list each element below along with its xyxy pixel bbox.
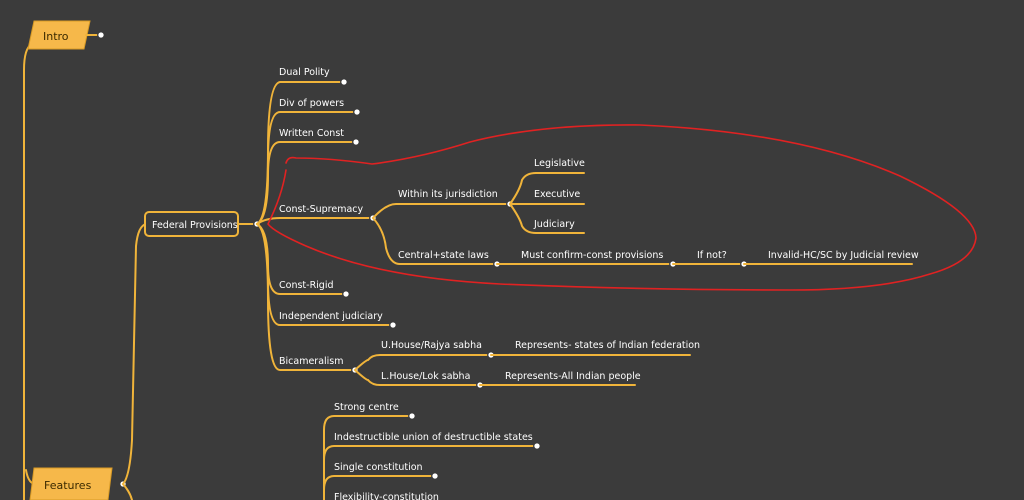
strong-centre-handle[interactable]: [408, 412, 416, 420]
strong-centre-label: Strong centre: [334, 402, 399, 413]
indestructible-handle[interactable]: [533, 442, 541, 450]
dual-polity-label: Dual Polity: [279, 67, 330, 78]
branch-central-state: [372, 217, 497, 265]
features-to-federal-branch: [122, 223, 147, 485]
indestructible-label: Indestructible union of destructible sta…: [334, 432, 533, 443]
branch-single-const: [323, 475, 436, 491]
red-annotation-loop: [267, 124, 977, 291]
intro-node[interactable]: Intro: [27, 20, 91, 50]
supremacy-label: Const-Supremacy: [279, 204, 363, 215]
div-powers-label: Div of powers: [279, 98, 344, 109]
bicameral-label: Bicameralism: [279, 356, 344, 367]
unitary-trunk: [323, 415, 413, 500]
rigid-label: Const-Rigid: [279, 280, 334, 291]
features-node[interactable]: Features: [29, 467, 113, 500]
judiciary-handle[interactable]: [389, 321, 397, 329]
federal-provisions-node[interactable]: Federal Provisions: [144, 211, 239, 237]
branch-upper-house: [354, 354, 491, 371]
branch-jurisdiction: [372, 203, 511, 219]
features-label: Features: [44, 479, 92, 492]
written-const-label: Written Const: [279, 128, 344, 139]
branch-legislative: [509, 172, 585, 205]
intro-label: Intro: [43, 30, 69, 43]
invalid-label: Invalid-HC/SC by Judicial review: [768, 250, 919, 261]
root-trunk: [23, 43, 33, 500]
legislative-label: Legislative: [534, 158, 585, 169]
features-to-unitary-branch: [122, 483, 133, 500]
rigid-handle[interactable]: [342, 290, 350, 298]
executive-label: Executive: [534, 189, 580, 200]
judiciary-power-label: Judiciary: [533, 219, 575, 230]
dual-polity-handle[interactable]: [340, 78, 348, 86]
single-const-label: Single constitution: [334, 462, 423, 473]
lower-represents-label: Represents-All Indian people: [505, 371, 641, 382]
branch-lower-house: [354, 369, 481, 386]
div-powers-handle[interactable]: [353, 108, 361, 116]
federal-provisions-label: Federal Provisions: [152, 220, 238, 231]
written-const-handle[interactable]: [352, 138, 360, 146]
branch-judiciary-power: [509, 203, 585, 234]
intro-collapse-handle[interactable]: [97, 31, 105, 39]
branch-bicameral: [256, 223, 356, 371]
judiciary-label: Independent judiciary: [279, 311, 383, 322]
if-not-label: If not?: [697, 250, 727, 261]
central-state-label: Central+state laws: [398, 250, 489, 261]
branch-written-const: [256, 141, 357, 225]
branch-indestructible: [323, 445, 538, 461]
upper-represents-label: Represents- states of Indian federation: [515, 340, 700, 351]
upper-house-label: U.House/Rajya sabha: [381, 340, 482, 351]
must-confirm-label: Must confirm-const provisions: [521, 250, 663, 261]
single-const-handle[interactable]: [431, 472, 439, 480]
flexibility-label: Flexibility-constitution: [334, 492, 439, 500]
lower-house-label: L.House/Lok sabha: [381, 371, 470, 382]
jurisdiction-label: Within its jurisdiction: [398, 189, 498, 200]
branch-supremacy: [256, 217, 374, 225]
branch-judiciary: [256, 223, 394, 326]
